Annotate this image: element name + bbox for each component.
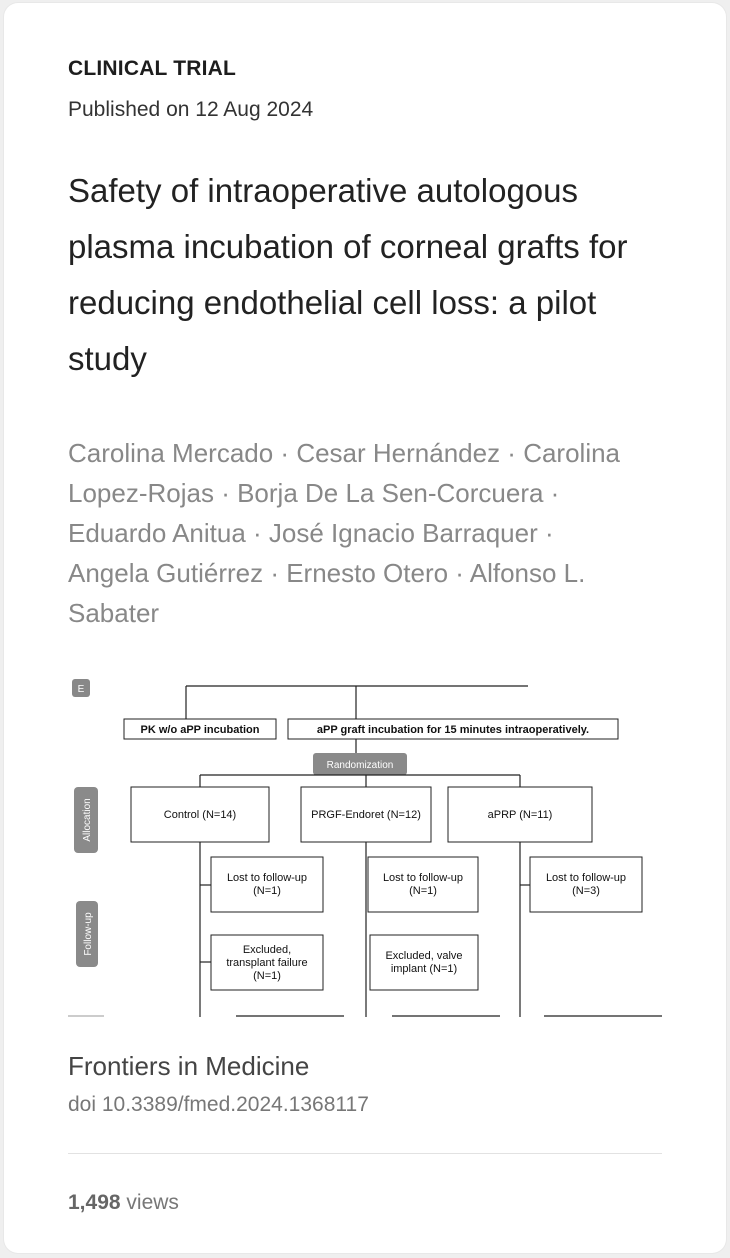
publication-date: Published on 12 Aug 2024 (68, 98, 314, 121)
excluded-label-prgf-line2: implant (N=1) (391, 963, 457, 975)
lost-box-prgf (367, 856, 479, 913)
view-count-number: 1,498 (68, 1191, 121, 1214)
randomization-label: Randomization (327, 760, 394, 771)
lost-label-aprp-line1: Lost to follow-up (546, 872, 626, 884)
lost-label-control-line2: (N=1) (253, 885, 281, 897)
excluded-label-prgf-line1: Excluded, valve (385, 950, 462, 962)
side-tab-allocation-label: Allocation (82, 798, 93, 841)
randomization-badge (313, 753, 407, 775)
lost-label-prgf-line1: Lost to follow-up (383, 872, 463, 884)
group-box-control (130, 786, 270, 843)
excluded-box-control (210, 934, 324, 991)
box-pk-without-incubation (123, 718, 277, 740)
group-label-prgf: PRGF-Endoret (N=12) (311, 809, 421, 821)
doi-link[interactable]: doi 10.3389/fmed.2024.1368117 (68, 1093, 369, 1116)
article-figure-thumbnail[interactable]: E PK w/o aPP incubation aPP graft incuba… (68, 679, 662, 1017)
box-app-incubation-label: aPP graft incubation for 15 minutes intr… (317, 724, 589, 736)
side-tab-followup (76, 901, 98, 967)
author-list: Carolina Mercado · Cesar Hernández · Car… (68, 438, 621, 628)
group-label-control: Control (N=14) (164, 809, 236, 821)
box-app-incubation (287, 718, 619, 740)
lost-box-control (210, 856, 324, 913)
divider (68, 1153, 662, 1154)
view-count-label: views (126, 1191, 179, 1214)
article-card[interactable]: CLINICAL TRIAL Published on 12 Aug 2024 … (4, 3, 726, 1253)
side-tab-followup-label: Follow-up (83, 912, 94, 956)
lost-label-aprp-line2: (N=3) (572, 885, 600, 897)
group-label-aprp: aPRP (N=11) (488, 809, 553, 821)
lost-box-aprp (529, 856, 643, 913)
excluded-label-control-line1: Excluded, (243, 944, 291, 956)
group-box-aprp (447, 786, 593, 843)
side-tab-enrollment (72, 679, 90, 697)
excluded-box-prgf (369, 934, 479, 991)
article-type-label: CLINICAL TRIAL (68, 57, 237, 80)
lost-label-control-line1: Lost to follow-up (227, 872, 307, 884)
view-count: 1,498 views (68, 1191, 179, 1215)
lost-label-prgf-line2: (N=1) (409, 885, 437, 897)
group-box-prgf (300, 786, 432, 843)
flowchart-figure: E PK w/o aPP incubation aPP graft incuba… (68, 679, 662, 1017)
side-tab-enrollment-label: E (78, 684, 85, 695)
box-pk-without-incubation-label: PK w/o aPP incubation (141, 724, 260, 736)
journal-name[interactable]: Frontiers in Medicine (68, 1051, 310, 1081)
side-tab-allocation (74, 787, 98, 853)
excluded-label-control-line2: transplant failure (226, 957, 307, 969)
article-title[interactable]: Safety of intraoperative autologous plas… (68, 172, 628, 377)
excluded-label-control-line3: (N=1) (253, 970, 281, 982)
